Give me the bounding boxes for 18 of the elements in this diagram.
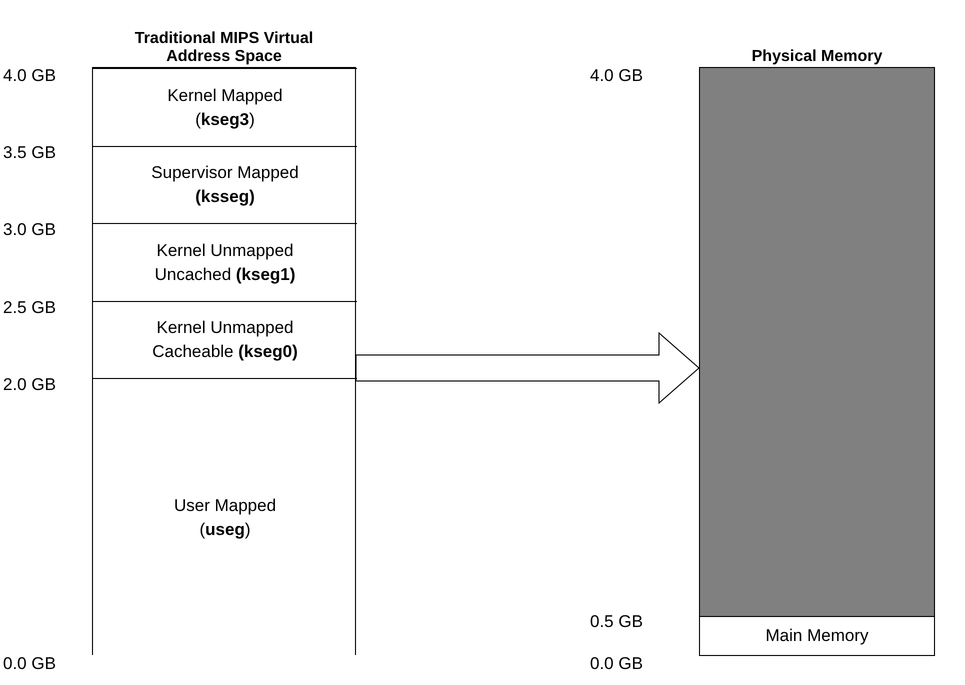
segment-label: Kernel Mapped (kseg3) (166, 84, 284, 131)
segment-label: Kernel Unmapped Cacheable (kseg0) (151, 317, 299, 363)
arrow (356, 332, 700, 404)
address-label: 2.0 GB (3, 375, 56, 395)
address-label: 3.5 GB (3, 143, 56, 163)
segment-label: Supervisor Mapped (ksseg) (150, 162, 300, 208)
column-title: Traditional MIPS Virtual Address Space (134, 30, 314, 66)
address-label: 0.0 GB (3, 654, 56, 674)
segment-label: User Mapped (useg) (172, 494, 278, 541)
column-title: Physical Memory (750, 48, 884, 66)
address-label: 3.0 GB (3, 220, 56, 240)
address-label: 0.0 GB (590, 654, 643, 674)
address-label: 2.5 GB (3, 298, 56, 318)
segment-label: Main Memory (764, 625, 870, 647)
address-label: 4.0 GB (590, 66, 643, 86)
address-label: 0.5 GB (590, 612, 643, 632)
address-label: 4.0 GB (3, 66, 56, 86)
segment-label: Kernel Unmapped Uncached (kseg1) (154, 240, 296, 286)
